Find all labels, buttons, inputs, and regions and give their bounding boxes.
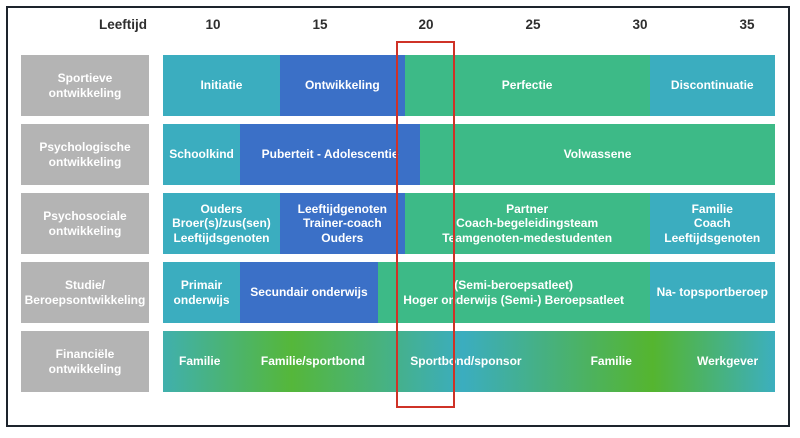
row-track-financiele: Familie Familie/sportbond Sportbond/spon… — [163, 331, 775, 392]
row-label-financiele: Financiële ontwikkeling — [21, 331, 149, 392]
row-label-line: Beroepsontwikkeling — [24, 292, 146, 307]
segment-label: Familie — [691, 201, 733, 216]
segment-label: Familie/sportbond — [260, 354, 365, 369]
segment-werkgever: Werkgever — [680, 331, 775, 392]
segment-label: Teamgenoten-medestudenten — [442, 230, 613, 245]
age-tick-35: 35 — [739, 17, 755, 32]
age-tick-10: 10 — [205, 17, 221, 32]
age-tick-20: 20 — [418, 17, 434, 32]
segment-partner-coach-teamgenoten: Partner Coach-begeleidingsteam Teamgenot… — [404, 193, 650, 254]
segment-label: Na- topsportberoep — [656, 285, 768, 300]
segment-label: Leeftijdgenoten — [297, 201, 387, 216]
segment-label: Coach-begeleidingsteam — [456, 216, 599, 231]
segment-primair-onderwijs: Primair onderwijs — [163, 262, 241, 323]
row-label-line: ontwikkeling — [48, 85, 122, 100]
segment-label: Perfectie — [501, 78, 553, 93]
segment-volwassene: Volwassene — [420, 124, 775, 185]
segment-label: Puberteit - Adolescentie — [261, 147, 399, 162]
segment-sportbond-sponsor: Sportbond/sponsor — [389, 331, 542, 392]
segment-label: Ontwikkeling — [304, 78, 380, 93]
row-track-studie-beroeps: Primair onderwijs Secundair onderwijs (S… — [163, 262, 775, 323]
segment-perfectie: Perfectie — [404, 55, 650, 116]
segment-discontinuatie: Discontinuatie — [649, 55, 775, 116]
segment-ouders-broers-leeftijdsgenoten: Ouders Broer(s)/zus(sen) Leeftijdsgenote… — [163, 193, 280, 254]
segment-label: (Semi-beroepsatleet) — [454, 277, 573, 292]
row-financiele-ontwikkeling: Financiële ontwikkeling Familie Familie/… — [0, 331, 800, 392]
age-tick-25: 25 — [525, 17, 541, 32]
row-sportieve-ontwikkeling: Sportieve ontwikkeling Initiatie Ontwikk… — [0, 55, 800, 116]
segment-label: Sportbond/sponsor — [410, 354, 522, 369]
segment-schoolkind: Schoolkind — [163, 124, 241, 185]
segment-initiatie: Initiatie — [163, 55, 280, 116]
segment-label: Ouders — [321, 230, 364, 245]
row-label-line: ontwikkeling — [48, 154, 122, 169]
segment-label: Ouders — [200, 201, 243, 216]
row-label-psychosociale: Psychosociale ontwikkeling — [21, 193, 149, 254]
row-track-psychologische: Schoolkind Puberteit - Adolescentie Volw… — [163, 124, 775, 185]
row-label-sportieve: Sportieve ontwikkeling — [21, 55, 149, 116]
row-label-line: ontwikkeling — [48, 361, 122, 376]
segment-familie-sportbond: Familie/sportbond — [236, 331, 389, 392]
segment-label: Hoger onderwijs (Semi-) Beroepsatleet — [403, 292, 625, 307]
segment-label: Primair — [180, 277, 223, 292]
segment-label: Initiatie — [200, 78, 243, 93]
segment-label: Leeftijdsgenoten — [173, 230, 270, 245]
row-label-line: Psychosociale — [43, 208, 127, 223]
segment-label: Familie — [590, 354, 632, 369]
row-studie-beroepsontwikkeling: Studie/ Beroepsontwikkeling Primair onde… — [0, 262, 800, 323]
segment-ontwikkeling: Ontwikkeling — [279, 55, 405, 116]
segment-label: Volwassene — [563, 147, 632, 162]
segment-label: Secundair onderwijs — [250, 285, 368, 300]
row-label-line: Sportieve — [57, 70, 113, 85]
segment-label: onderwijs — [173, 292, 230, 307]
row-track-psychosociale: Ouders Broer(s)/zus(sen) Leeftijdsgenote… — [163, 193, 775, 254]
age-tick-30: 30 — [632, 17, 648, 32]
segment-label: Leeftijdsgenoten — [664, 230, 761, 245]
age-axis-label: Leeftijd — [98, 17, 148, 32]
segment-familie-2: Familie — [542, 331, 680, 392]
row-psychologische-ontwikkeling: Psychologische ontwikkeling Schoolkind P… — [0, 124, 800, 185]
segment-label: Broer(s)/zus(sen) — [172, 216, 271, 231]
segment-familie-1: Familie — [163, 331, 236, 392]
row-label-studie-beroeps: Studie/ Beroepsontwikkeling — [21, 262, 149, 323]
segment-secundair-onderwijs: Secundair onderwijs — [240, 262, 378, 323]
row-track-sportieve: Initiatie Ontwikkeling Perfectie Discont… — [163, 55, 775, 116]
row-label-line: Studie/ — [64, 277, 105, 292]
age-20-highlight-rectangle — [396, 41, 455, 408]
segment-label: Partner — [506, 201, 549, 216]
row-label-line: Psychologische — [39, 139, 131, 154]
segment-na-topsportberoep: Na- topsportberoep — [649, 262, 775, 323]
age-tick-15: 15 — [312, 17, 328, 32]
segment-label: Discontinuatie — [670, 78, 754, 93]
row-label-line: ontwikkeling — [48, 223, 122, 238]
segment-label: Coach — [693, 216, 731, 231]
segment-hoger-onderwijs-beroepsatleet: (Semi-beroepsatleet) Hoger onderwijs (Se… — [377, 262, 650, 323]
segment-label: Werkgever — [696, 354, 759, 369]
row-psychosociale-ontwikkeling: Psychosociale ontwikkeling Ouders Broer(… — [0, 193, 800, 254]
segment-label: Trainer-coach — [302, 216, 382, 231]
segment-familie-coach-leeftijdsgenoten: Familie Coach Leeftijdsgenoten — [649, 193, 775, 254]
segment-label: Schoolkind — [169, 147, 234, 162]
segment-puberteit-adolescentie: Puberteit - Adolescentie — [240, 124, 421, 185]
row-label-line: Financiële — [55, 346, 115, 361]
segment-leeftijdgenoten-trainer-ouders: Leeftijdgenoten Trainer-coach Ouders — [279, 193, 405, 254]
row-label-psychologische: Psychologische ontwikkeling — [21, 124, 149, 185]
segment-label: Familie — [179, 354, 221, 369]
